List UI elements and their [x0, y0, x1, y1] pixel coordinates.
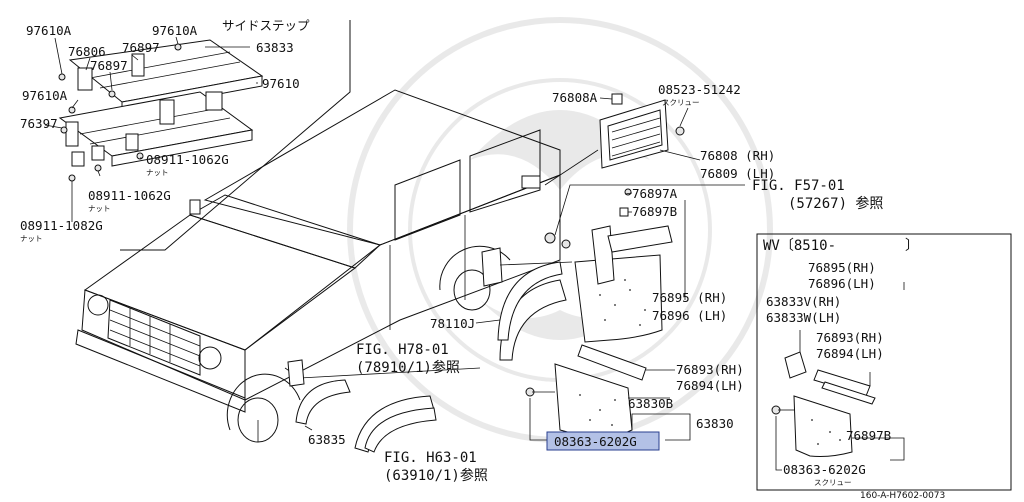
- fender-labels: 78110J FIG. H78-01 (78910/1)参照: [356, 316, 475, 376]
- diagram-code: 160-A-H7602-0073: [860, 491, 945, 501]
- label-76897B: 76897B: [632, 204, 677, 219]
- wv-label-63833W-LH: 63833W(LH): [766, 310, 841, 325]
- label-97610: 97610: [262, 76, 300, 91]
- label-76397: 76397: [20, 116, 58, 131]
- highlighted-part-number[interactable]: 08363-6202G: [554, 434, 637, 449]
- ref-h63-text: FIG. H63-01: [384, 450, 477, 466]
- label-76806: 76806: [68, 44, 106, 59]
- label-76897A: 76897A: [632, 186, 678, 201]
- label-76808A: 76808A: [552, 90, 598, 105]
- label-76897-b: 76897: [90, 58, 128, 73]
- ref-f57-text: FIG. F57-01: [752, 178, 845, 194]
- vehicle-body: [75, 89, 561, 443]
- side-step-labels: 97610A 76806 97610A サイドステップ 76897 76897 …: [20, 18, 310, 243]
- wv-box: WV〔8510- 〕: [756, 233, 1012, 491]
- wv-box-labels: 76895(RH) 76896(LH) 63833V(RH) 63833W(LH…: [766, 260, 891, 487]
- wv-label-76895-RH: 76895(RH): [808, 260, 876, 275]
- label-76894-LH: 76894(LH): [676, 378, 744, 393]
- nut-note-a: ナット: [146, 168, 169, 177]
- nut-note-b: ナット: [88, 204, 111, 213]
- label-08911-1082G: 08911-1082G: [20, 218, 103, 233]
- mud-flap-rh: [481, 188, 686, 343]
- label-76808-RH: 76808 (RH): [700, 148, 775, 163]
- mud-flap-rh-labels: 76897A 76897B 76895 (RH) 76896 (LH): [632, 186, 727, 323]
- rear-quarter-window-part: [544, 93, 701, 186]
- mud-flap-front: [525, 344, 691, 441]
- front-fender-flare: [295, 379, 437, 453]
- wv-label-08363-6202G: 08363-6202G: [783, 462, 866, 477]
- label-63833: 63833: [256, 40, 294, 55]
- ref-h63-subtext: (63910/1)参照: [384, 467, 488, 484]
- label-97610A-c: 97610A: [22, 88, 68, 103]
- label-76895-RH: 76895 (RH): [652, 290, 727, 305]
- label-78110J: 78110J: [430, 316, 475, 331]
- side-step-assembly: [44, 20, 351, 251]
- ref-f57-subtext: (57267) 参照: [788, 195, 883, 212]
- wv-label-76893-RH: 76893(RH): [816, 330, 884, 345]
- reference-f57: FIG. F57-01 (57267) 参照: [544, 178, 883, 244]
- label-97610A-a: 97610A: [26, 23, 72, 38]
- wv-label-76897B: 76897B: [846, 428, 891, 443]
- side-step-title: サイドステップ: [222, 18, 310, 33]
- label-63830B: 63830B: [628, 396, 673, 411]
- ref-h78-text: FIG. H78-01: [356, 342, 449, 358]
- wv-label-76896-LH: 76896(LH): [808, 276, 876, 291]
- label-08911-1062G-b: 08911-1062G: [88, 188, 171, 203]
- wv-label-76894-LH: 76894(LH): [816, 346, 884, 361]
- label-63835: 63835: [308, 432, 346, 447]
- front-fender-labels: 63835 FIG. H63-01 (63910/1)参照: [308, 432, 488, 484]
- label-97610A-b: 97610A: [152, 23, 198, 38]
- label-63830: 63830: [696, 416, 734, 431]
- label-08911-1062G-a: 08911-1062G: [146, 152, 229, 167]
- label-76896-LH: 76896 (LH): [652, 308, 727, 323]
- wv-screw-note: スクリュー: [814, 478, 852, 487]
- screw-note-window: スクリュー: [662, 98, 700, 107]
- mud-flap-front-labels: 76893(RH) 76894(LH) 63830B 63830 08363-6…: [546, 362, 744, 451]
- window-labels: 76808A 08523-51242 スクリュー 76808 (RH) 7680…: [552, 82, 775, 181]
- ref-h78-subtext: (78910/1)参照: [356, 359, 460, 376]
- rear-fender-flare: [284, 261, 567, 387]
- nut-note-c: ナット: [20, 234, 43, 243]
- wv-box-title: WV〔8510-: [763, 238, 836, 254]
- highlighted-part-box[interactable]: [546, 431, 660, 451]
- label-08523-51242: 08523-51242: [658, 82, 741, 97]
- wv-box-bracket: 〕: [905, 238, 919, 254]
- label-76809-LH: 76809 (LH): [700, 166, 775, 181]
- wv-label-63833V-RH: 63833V(RH): [766, 294, 841, 309]
- label-76893-RH: 76893(RH): [676, 362, 744, 377]
- label-76897-a: 76897: [122, 40, 160, 55]
